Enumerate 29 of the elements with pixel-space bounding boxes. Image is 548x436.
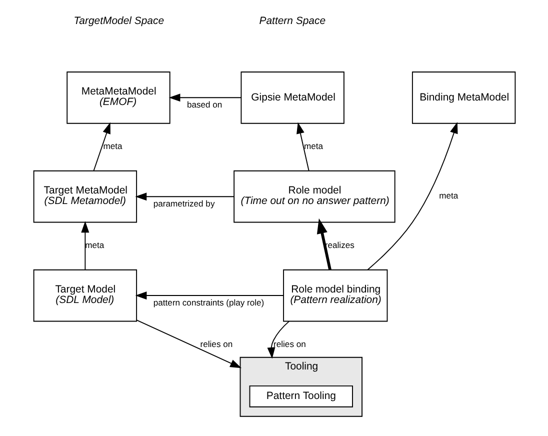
arrow [266,320,290,359]
node-box: Pattern Tooling [248,385,352,408]
edge-label: meta [303,141,323,152]
node-box: Role model (Time out on no answer pattern) [233,170,395,223]
label: TargetModel Space [73,16,164,28]
node-box: Target MetaModel (SDL Metamodel) [32,170,137,223]
edge-label: relies on [200,339,232,350]
edge-label: meta [438,190,458,201]
node-box: Target Model (SDL Model) [32,269,137,322]
node-box: MetaMetaModel (EMOF) [66,72,170,124]
arrow [168,94,241,102]
arrow [296,122,309,172]
edge-label: pattern constraints (play role) [152,297,264,308]
edge-label: meta [84,240,104,250]
node-box: Gipsie MetaModel [240,72,344,124]
label: Pattern Space [258,16,326,28]
arrow [134,292,284,300]
arrow [366,122,458,270]
arrow [80,221,89,270]
edge-label: relies on [273,339,306,350]
edge-label: meta [102,141,122,152]
node-box: Role model binding (Pattern realization) [282,269,388,322]
arrow [316,218,331,270]
node-box: Binding MetaModel [411,72,516,124]
edge-label: based on [186,99,222,110]
edge-label: parametrized by [152,198,214,208]
arrow [92,122,110,172]
arrow [136,320,242,368]
arrow [134,192,234,201]
